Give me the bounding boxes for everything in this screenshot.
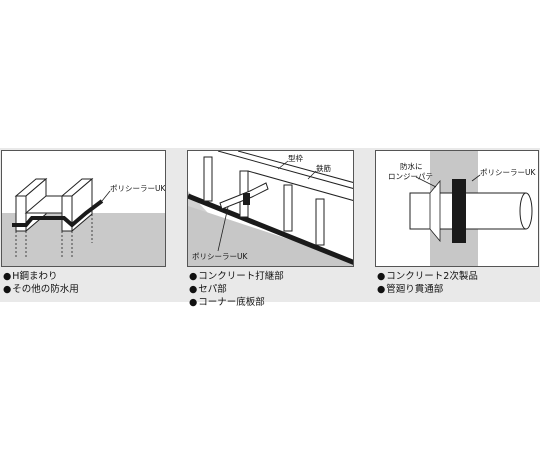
sealer-band xyxy=(188,193,353,265)
formwork-line xyxy=(237,151,353,183)
panel-concrete-joint: 型枠 鉄筋 ポリシーラーUK xyxy=(187,150,354,267)
leader-line xyxy=(415,176,437,188)
label-formwork: 型枠 xyxy=(288,153,303,163)
caption-list-h-steel: H鋼まわり その他の防水用 xyxy=(3,270,79,296)
label-polysealer: ポリシーラーUK xyxy=(110,184,166,193)
label-polysealer: ポリシーラーUK xyxy=(192,252,248,261)
caption-list-pipe: コンクリート2次製品 管廻り貫通部 xyxy=(377,270,478,296)
label-putty-2: ロンジーパテ xyxy=(388,172,433,181)
sealer-band xyxy=(12,199,104,228)
panel-pipe: 防水に ロンジーパテ ポリシーラーUK xyxy=(375,150,539,267)
leader-line xyxy=(277,160,289,170)
formwork-line xyxy=(217,151,353,189)
formwork-line xyxy=(247,170,353,201)
caption-item: コンクリート2次製品 xyxy=(377,270,478,283)
separator-sealer xyxy=(243,193,250,205)
panel-h-steel: ポリシーラーUK xyxy=(1,150,166,267)
caption-item: コーナー底板部 xyxy=(189,296,284,309)
label-rebar: 鉄筋 xyxy=(316,163,331,173)
concrete-joint-diagram: 型枠 鉄筋 ポリシーラーUK xyxy=(188,151,353,266)
concrete-slab xyxy=(188,206,353,266)
rebar xyxy=(283,184,293,232)
label-polysealer: ポリシーラーUK xyxy=(480,168,536,177)
caption-list-concrete-joint: コンクリート打継部 セパ部 コーナー底板部 xyxy=(189,270,284,309)
caption-item: 管廻り貫通部 xyxy=(377,283,478,296)
sealer-collar xyxy=(452,179,466,243)
rebar xyxy=(315,198,325,246)
leader-line xyxy=(217,206,229,252)
caption-item: その他の防水用 xyxy=(3,283,79,296)
pipe-diagram: 防水に ロンジーパテ ポリシーラーUK xyxy=(388,151,536,266)
caption-item: コンクリート打継部 xyxy=(189,270,284,283)
h-steel-diagram: ポリシーラーUK xyxy=(2,177,166,266)
label-putty-1: 防水に xyxy=(400,161,423,171)
putty xyxy=(429,179,441,243)
leader-line xyxy=(101,190,111,202)
caption-item: セパ部 xyxy=(189,283,284,296)
rebar xyxy=(203,156,213,202)
pipe xyxy=(409,192,527,230)
leader-line xyxy=(471,174,481,182)
caption-item: H鋼まわり xyxy=(3,270,79,283)
leader-line xyxy=(307,170,317,180)
pipe-end xyxy=(519,192,533,230)
